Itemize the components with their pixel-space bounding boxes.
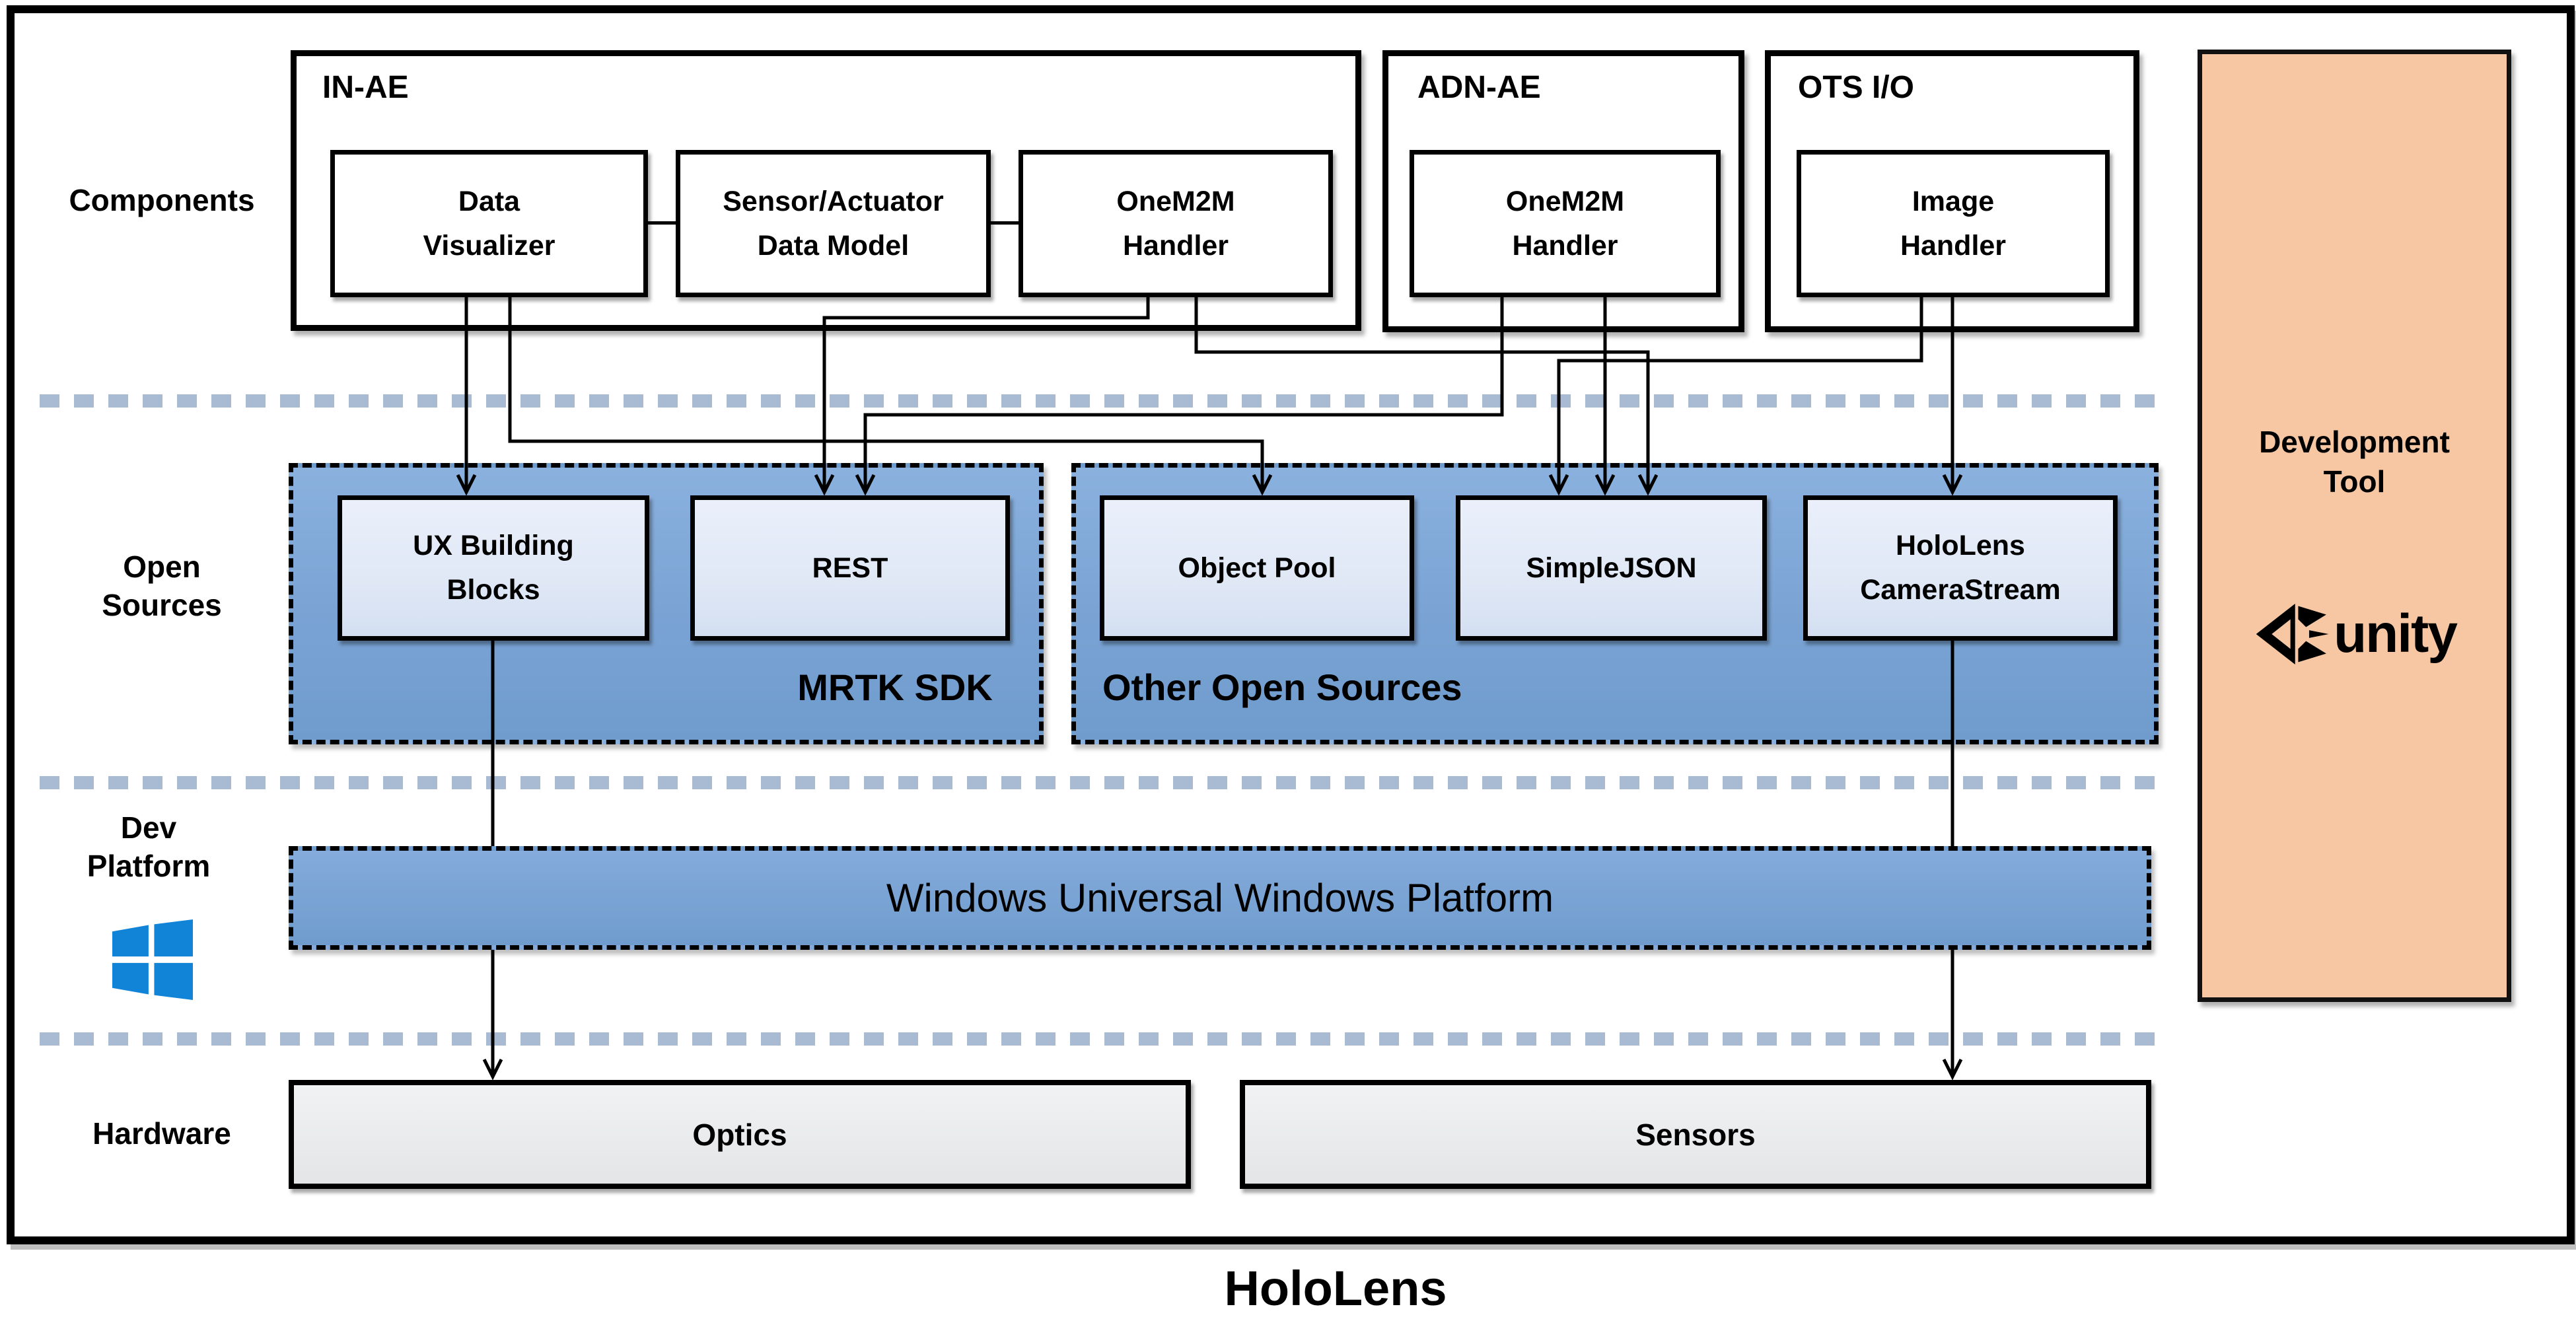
ux-building-blocks-box: UX Building Blocks [338,495,649,641]
onem2m-handler-adn-ae-label: OneM2M Handler [1505,185,1625,262]
other-open-sources-zone-label-text: Other Open Sources [1102,666,1462,708]
layer-label-components: Components [40,182,284,220]
mrtk-sdk-zone-label: MRTK SDK [740,666,1050,709]
unity-logo-text: unity [2334,604,2458,664]
optics-box: Optics [289,1080,1191,1189]
ots-io-title: OTS I/O [1798,70,1915,105]
layer-separator-dotted-1 [40,394,2161,408]
object-pool-label: Object Pool [1178,552,1336,584]
uwp-bar: Windows Universal Windows Platform [289,846,2151,950]
layer-label-open-sources: Open Sources [40,548,284,624]
unity-cube-icon [2256,603,2329,665]
hololens-camerastream-label: HoloLens CameraStream [1860,530,2061,606]
uwp-label: Windows Universal Windows Platform [886,876,1554,920]
layer-label-hardware: Hardware [40,1115,284,1153]
rest-box: REST [690,495,1010,641]
layer-label-dev-platform: Dev Platform [26,809,271,885]
hololens-camerastream-box: HoloLens CameraStream [1803,495,2118,641]
onem2m-handler-adn-ae-box: OneM2M Handler [1410,150,1721,297]
image-handler-label: Image Handler [1900,185,2007,262]
object-pool-box: Object Pool [1100,495,1414,641]
sensor-actuator-data-model-label: Sensor/Actuator Data Model [723,185,944,262]
data-visualizer-box: Data Visualizer [330,150,648,297]
mrtk-sdk-zone-label-text: MRTK SDK [797,666,993,708]
simplejson-box: SimpleJSON [1456,495,1767,641]
layer-label-hardware-text: Hardware [92,1116,231,1151]
onem2m-handler-in-ae-box: OneM2M Handler [1019,150,1333,297]
in-ae-title: IN-AE [322,70,409,105]
other-open-sources-zone-label: Other Open Sources [1102,666,1697,709]
development-tool-panel [2198,50,2511,1002]
optics-label: Optics [692,1117,787,1152]
sensors-label: Sensors [1635,1117,1756,1152]
sensor-actuator-data-model-box: Sensor/Actuator Data Model [676,150,991,297]
layer-separator-dotted-2 [40,776,2161,789]
layer-label-open-sources-text: Open Sources [102,550,222,622]
adn-ae-title: ADN-AE [1417,70,1541,105]
connector-datavisualizer-sensoractuator [648,221,676,225]
rest-label: REST [812,552,888,584]
image-handler-box: Image Handler [1797,150,2110,297]
layer-separator-dotted-3 [40,1032,2161,1046]
simplejson-label: SimpleJSON [1526,552,1697,584]
data-visualizer-label: Data Visualizer [423,185,555,262]
sensors-box: Sensors [1240,1080,2151,1189]
layer-label-dev-platform-text: Dev Platform [87,810,211,883]
unity-logo: unity [2206,588,2503,680]
onem2m-handler-in-ae-label: OneM2M Handler [1116,185,1235,262]
windows-logo-icon [112,919,193,1000]
layer-label-components-text: Components [69,183,255,217]
ux-building-blocks-label: UX Building Blocks [413,530,574,606]
page-title: HoloLens [1224,1261,1447,1316]
development-tool-title: Development Tool [2259,425,2450,499]
connector-sensoractuator-onem2m [991,221,1019,225]
